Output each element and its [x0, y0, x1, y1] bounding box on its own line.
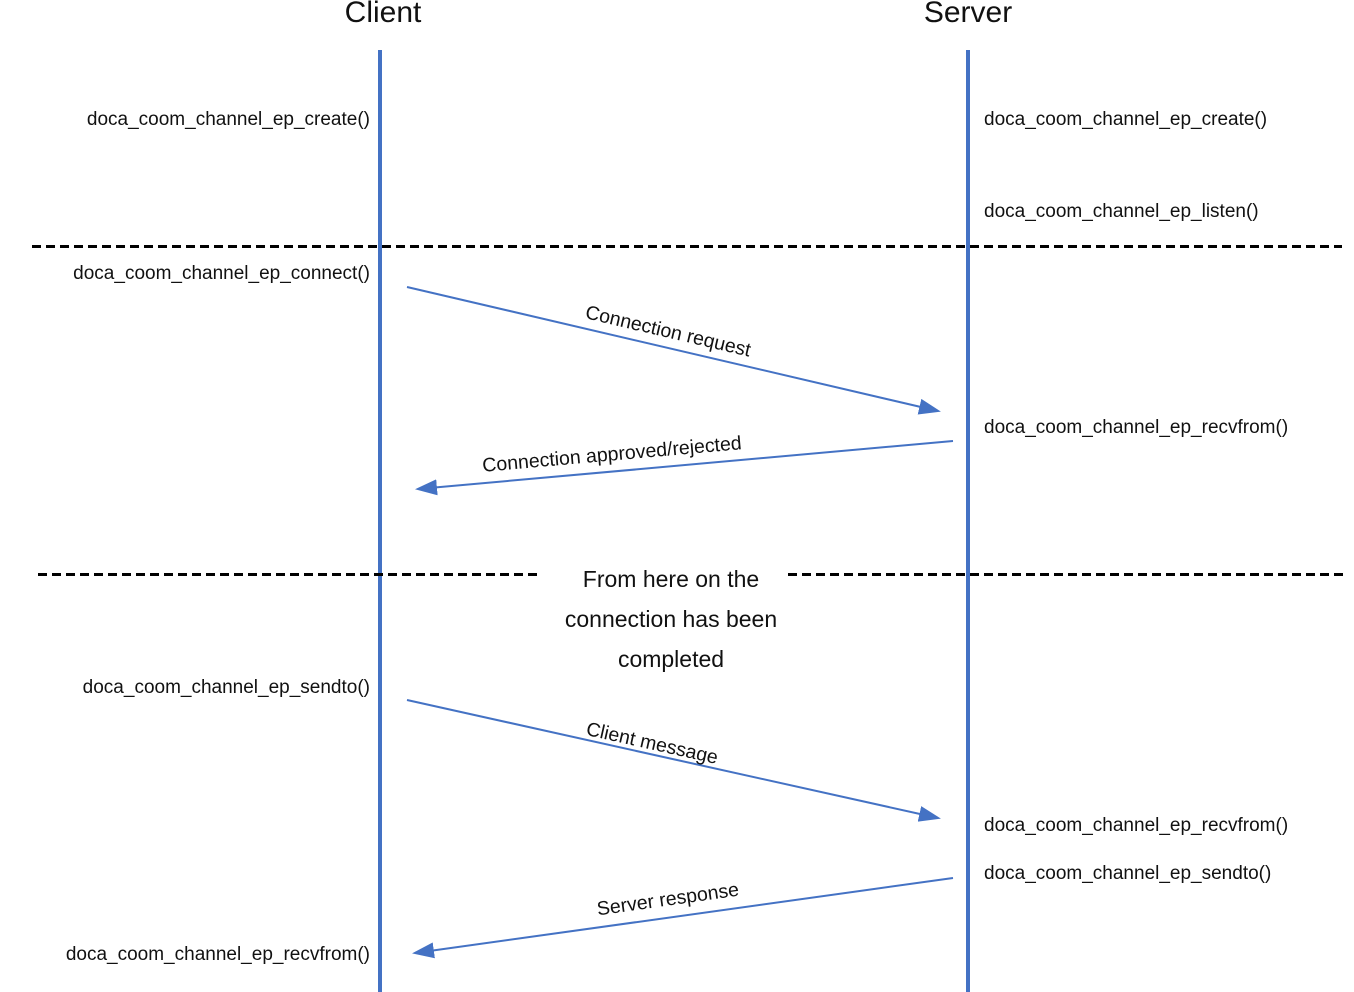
- server-call-sendto: doca_coom_channel_ep_sendto(): [984, 863, 1272, 884]
- arrow-connection-request: [406, 286, 941, 415]
- client-call-recvfrom: doca_coom_channel_ep_recvfrom(): [65, 944, 370, 965]
- phase-note-line-2: connection has been: [564, 606, 778, 632]
- client-call-sendto: doca_coom_channel_ep_sendto(): [82, 677, 370, 698]
- phase-note: From here on the connection has been com…: [515, 559, 827, 679]
- server-call-create: doca_coom_channel_ep_create(): [984, 109, 1268, 130]
- arrow-client-message: [406, 699, 941, 822]
- actor-title-client: Client: [344, 0, 422, 29]
- phase-divider-2-left: [38, 573, 540, 576]
- server-call-recvfrom-2: doca_coom_channel_ep_recvfrom(): [984, 815, 1289, 836]
- client-call-connect: doca_coom_channel_ep_connect(): [73, 263, 370, 284]
- phase-divider-1: [32, 245, 1342, 248]
- arrow-server-response: [412, 877, 954, 959]
- client-lifeline: [378, 50, 382, 992]
- server-call-listen: doca_coom_channel_ep_listen(): [984, 201, 1259, 222]
- actor-title-server: Server: [923, 0, 1013, 29]
- phase-divider-2-right: [788, 573, 1345, 576]
- client-call-create: doca_coom_channel_ep_create(): [86, 109, 370, 130]
- server-call-recvfrom-1: doca_coom_channel_ep_recvfrom(): [984, 417, 1289, 438]
- server-lifeline: [966, 50, 970, 992]
- phase-note-line-1: From here on the: [582, 566, 760, 592]
- phase-note-line-3: completed: [617, 646, 725, 672]
- arrow-connection-approved: [415, 440, 954, 496]
